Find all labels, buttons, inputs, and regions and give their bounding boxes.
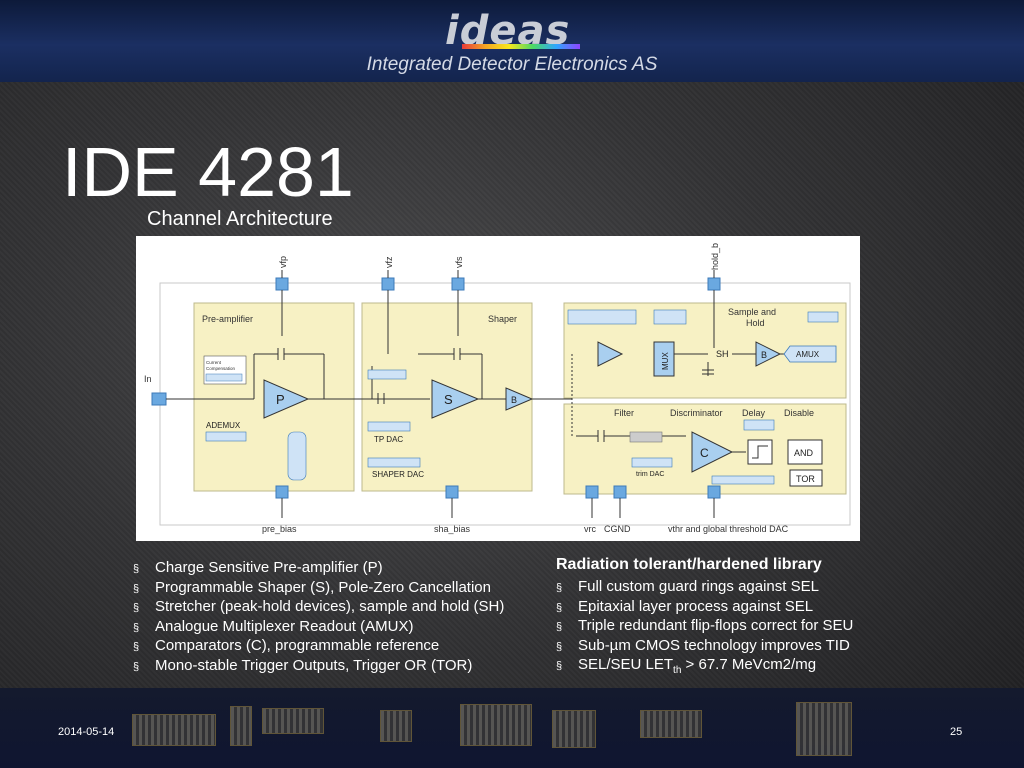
chip-image — [262, 708, 324, 734]
chip-image — [460, 704, 532, 746]
list-item: Mono-stable Trigger Outputs, Trigger OR … — [133, 656, 504, 677]
list-item: Sub-µm CMOS technology improves TID — [556, 636, 853, 657]
list-item: Programmable Shaper (S), Pole-Zero Cance… — [133, 578, 504, 599]
svg-text:P: P — [276, 392, 285, 407]
feature-list-right: Full custom guard rings against SEL Epit… — [556, 577, 853, 681]
radiation-heading: Radiation tolerant/hardened library — [556, 556, 822, 573]
mux-block — [653, 341, 675, 377]
preamp-section-label: Pre-amplifier — [202, 314, 253, 324]
slide-date: 2014-05-14 — [58, 726, 115, 738]
delay-block — [747, 439, 773, 465]
logo-color-bar — [462, 44, 580, 49]
list-item: Charge Sensitive Pre-amplifier (P) — [133, 558, 504, 579]
shaper-s — [431, 379, 480, 419]
svg-text:B: B — [511, 395, 517, 405]
pin-vfz: vfz — [381, 256, 395, 291]
sh-stretcher — [597, 341, 624, 367]
list-item: Epitaxial layer process against SEL — [556, 597, 853, 618]
svg-text:SHAPER DAC: SHAPER DAC — [372, 470, 424, 479]
svg-text:pre_bias: pre_bias — [262, 524, 297, 534]
header-banner: ideas Integrated Detector Electronics AS — [0, 0, 1024, 82]
chip-image — [640, 710, 702, 738]
sample-hold-label-1: Sample and — [728, 307, 776, 317]
svg-text:TOR: TOR — [796, 474, 815, 484]
svg-text:Current: Current — [206, 360, 222, 365]
svg-text:vfz: vfz — [384, 256, 394, 268]
svg-text:AMUX: AMUX — [796, 350, 820, 359]
slide-subtitle: Channel Architecture — [147, 208, 333, 230]
buffer-b — [505, 387, 534, 411]
list-item: Triple redundant flip-flops correct for … — [556, 616, 853, 637]
svg-text:C: C — [700, 446, 709, 460]
company-name: Integrated Detector Electronics AS — [366, 54, 658, 75]
page-number: 25 — [950, 726, 963, 738]
chip-image — [380, 710, 412, 742]
preamp-p — [263, 379, 310, 419]
pin-pre-bias: pre_bias — [262, 485, 297, 534]
pin-vthr: vthr and global threshold DAC — [668, 485, 789, 534]
svg-text:vfs: vfs — [454, 256, 464, 268]
pin-cgnd: CGND — [604, 485, 631, 534]
delay-label: Delay — [742, 408, 766, 418]
svg-text:sha_bias: sha_bias — [434, 524, 471, 534]
pin-vfp: vfp — [275, 256, 289, 291]
pin-vrc: vrc — [584, 485, 599, 534]
and-gate — [787, 439, 823, 465]
svg-text:In: In — [144, 374, 152, 384]
svg-text:TP DAC: TP DAC — [374, 435, 403, 444]
list-item: Analogue Multiplexer Readout (AMUX) — [133, 617, 504, 638]
svg-text:CGND: CGND — [604, 524, 631, 534]
chip-image — [132, 714, 216, 746]
svg-text:B: B — [761, 350, 767, 360]
svg-text:ADEMUX: ADEMUX — [206, 421, 241, 430]
svg-text:trim DAC: trim DAC — [636, 471, 664, 478]
svg-text:S: S — [444, 392, 453, 407]
svg-text:vfp: vfp — [278, 256, 288, 268]
footer-banner — [0, 688, 1024, 768]
disable-label: Disable — [784, 408, 814, 418]
sample-hold-label-2: Hold — [746, 318, 765, 328]
chip-image — [230, 706, 252, 746]
svg-text:AND: AND — [794, 448, 814, 458]
ademux-block — [205, 431, 247, 442]
chip-image — [552, 710, 596, 748]
svg-text:MUX: MUX — [661, 352, 670, 370]
preamp-bias-block — [287, 431, 307, 481]
pin-vfs: vfs — [451, 256, 465, 291]
channel-architecture-diagram: Pre-amplifier Shaper Sample and Hold Fil… — [136, 236, 860, 541]
svg-text:Compensation: Compensation — [206, 366, 236, 371]
comparator-c — [691, 431, 734, 473]
svg-text:SH: SH — [716, 349, 729, 359]
list-item: Stretcher (peak-hold devices), sample an… — [133, 597, 504, 618]
feature-list-left: Charge Sensitive Pre-amplifier (P) Progr… — [133, 558, 504, 677]
slide-title: IDE 4281 — [62, 133, 354, 211]
list-item: Comparators (C), programmable reference — [133, 636, 504, 657]
pin-in: In — [144, 374, 254, 406]
discriminator-label: Discriminator — [670, 408, 723, 418]
filter-label: Filter — [614, 408, 634, 418]
amux-block — [783, 345, 837, 363]
tor-block — [789, 469, 823, 487]
shaper-section-label: Shaper — [488, 314, 517, 324]
chip-image — [796, 702, 852, 756]
list-item: SEL/SEU LETth > 67.7 MeVcm2/mg — [556, 655, 853, 681]
pin-hold-b: hold_b — [707, 243, 721, 291]
svg-text:hold_b: hold_b — [710, 243, 720, 270]
buffer-b2 — [755, 341, 782, 367]
list-item: Full custom guard rings against SEL — [556, 577, 853, 598]
svg-text:vrc: vrc — [584, 524, 596, 534]
pin-sha-bias: sha_bias — [434, 485, 471, 534]
svg-text:vthr and global threshold DAC: vthr and global threshold DAC — [668, 524, 789, 534]
